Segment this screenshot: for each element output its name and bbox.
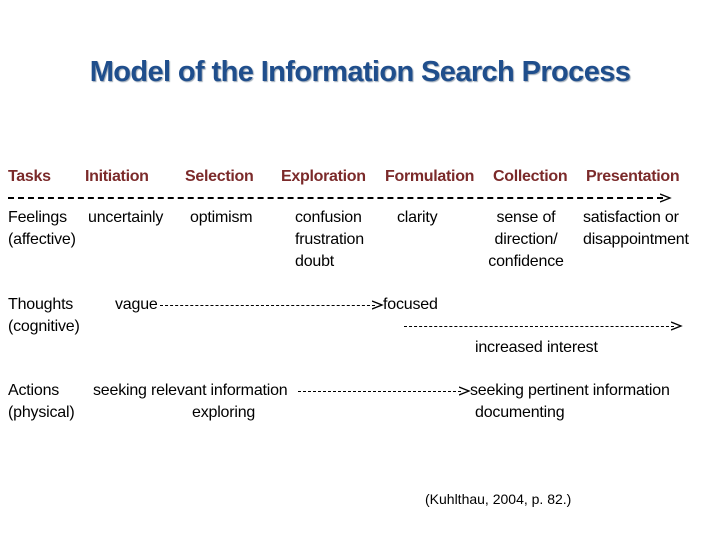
feelings-label-line2: (affective) xyxy=(8,231,76,248)
feeling-exploration-1: confusion xyxy=(295,209,362,226)
actions-label: Actions (physical) xyxy=(8,380,75,424)
feeling-collection: sense of direction/ confidence xyxy=(486,207,566,273)
action-arrowhead xyxy=(459,386,471,396)
citation: (Kuhlthau, 2004, p. 82.) xyxy=(425,491,572,507)
thought-arrowhead-1 xyxy=(372,300,384,310)
feeling-exploration: confusion frustration doubt xyxy=(295,207,364,273)
thoughts-label-line1: Thoughts xyxy=(8,296,74,313)
feeling-collection-3: confidence xyxy=(488,253,564,270)
feeling-selection: optimism xyxy=(190,209,253,226)
action-end-sub: documenting xyxy=(475,404,565,421)
tasks-separator-line xyxy=(8,197,663,199)
thought-arrowhead-2 xyxy=(671,321,683,331)
feeling-exploration-3: doubt xyxy=(295,253,335,270)
feeling-exploration-2: frustration xyxy=(295,231,364,248)
thought-dashed-line-1 xyxy=(160,305,375,306)
stage-presentation: Presentation xyxy=(586,168,680,185)
feeling-formulation: clarity xyxy=(397,209,438,226)
diagram-title: Model of the Information Search Process xyxy=(89,56,631,88)
stage-formulation: Formulation xyxy=(385,168,475,185)
feeling-presentation-1: satisfaction or xyxy=(583,209,679,226)
thought-interest: increased interest xyxy=(475,339,598,356)
actions-label-line2: (physical) xyxy=(8,404,75,421)
feeling-presentation: satisfaction or disappointment xyxy=(583,207,689,251)
feeling-presentation-2: disappointment xyxy=(583,231,689,248)
thoughts-label-line2: (cognitive) xyxy=(8,318,80,335)
feelings-label: Feelings (affective) xyxy=(8,207,76,251)
thought-start: vague xyxy=(115,296,158,313)
action-start-sub: exploring xyxy=(192,404,256,421)
feelings-label-line1: Feelings xyxy=(8,209,67,226)
thought-dashed-line-2 xyxy=(404,326,674,327)
thoughts-label: Thoughts (cognitive) xyxy=(8,294,80,338)
stage-initiation: Initiation xyxy=(85,168,149,185)
thought-end: focused xyxy=(383,296,438,313)
feeling-collection-2: direction/ xyxy=(494,231,558,248)
tasks-label: Tasks xyxy=(8,168,51,185)
action-dashed-line xyxy=(298,391,461,392)
stage-exploration: Exploration xyxy=(281,168,366,185)
feeling-collection-1: sense of xyxy=(496,209,556,226)
feeling-initiation: uncertainly xyxy=(88,209,164,226)
actions-label-line1: Actions xyxy=(8,382,60,399)
stage-collection: Collection xyxy=(493,168,568,185)
tasks-separator-arrowhead xyxy=(660,193,672,203)
stage-selection: Selection xyxy=(185,168,254,185)
action-start: seeking relevant information xyxy=(93,382,288,399)
action-end: seeking pertinent information xyxy=(470,382,670,399)
